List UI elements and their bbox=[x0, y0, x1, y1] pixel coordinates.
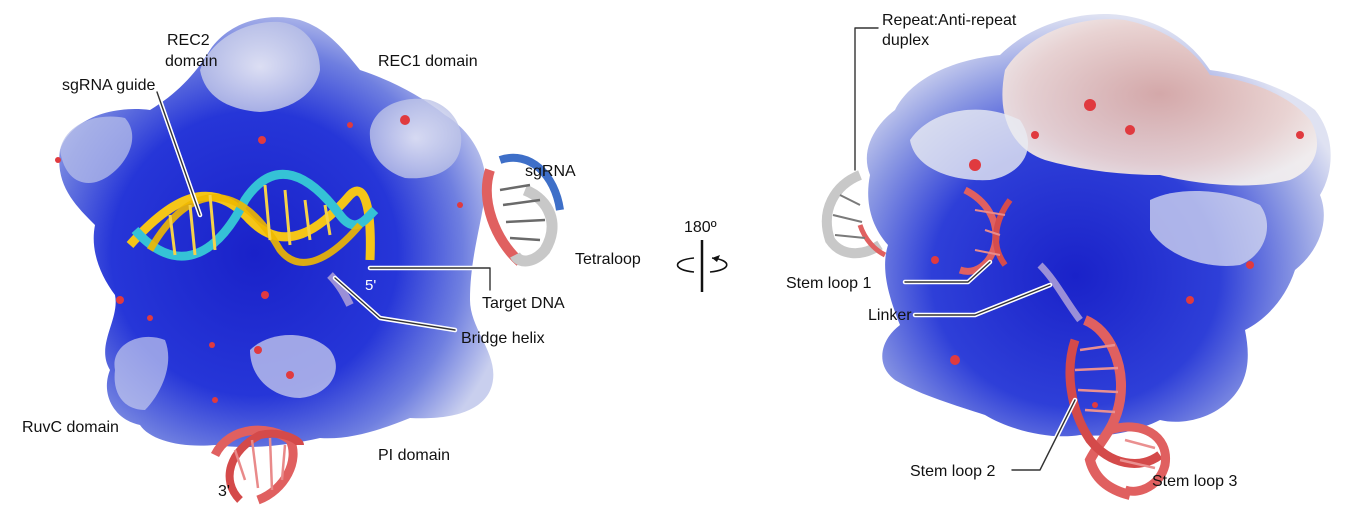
dna-strand-yellow-1 bbox=[126, 186, 375, 261]
stem-loop-1-helix bbox=[958, 186, 1013, 275]
pi-lobe bbox=[250, 335, 336, 398]
rec1-label: REC1 domain bbox=[378, 53, 478, 70]
bridge-helix-label: Bridge helix bbox=[461, 330, 545, 347]
repeat-duplex-label-line2: duplex bbox=[882, 32, 929, 49]
target-dna-label: Target DNA bbox=[482, 295, 565, 312]
sgrna-guide-duplex bbox=[126, 169, 379, 266]
stem-loop-3-label: Stem loop 3 bbox=[1152, 473, 1237, 490]
rec2-label-line2: domain bbox=[165, 53, 217, 70]
linker-label: Linker bbox=[868, 307, 912, 324]
left-acidic-patches bbox=[55, 115, 463, 403]
right-leader-lines bbox=[854, 27, 1078, 473]
three-prime-label: 3' bbox=[218, 483, 230, 500]
dna-strand-yellow-2 bbox=[146, 194, 363, 266]
rec1-lobe bbox=[369, 98, 462, 179]
pi-domain-label: PI domain bbox=[378, 447, 450, 464]
rotation-indicator: 180º bbox=[676, 219, 728, 292]
sgrna-rungs bbox=[499, 183, 546, 242]
right-structure bbox=[821, 14, 1331, 500]
stem-loop-1-label: Stem loop 1 bbox=[786, 275, 871, 292]
linker-strand bbox=[1037, 262, 1083, 323]
ruvc-domain-label: RuvC domain bbox=[22, 419, 119, 436]
tetraloop-label: Tetraloop bbox=[575, 251, 641, 268]
sgrna-red-strand bbox=[481, 168, 524, 266]
sgrna-guide-label: sgRNA guide bbox=[62, 77, 155, 94]
stem-loop-2-label: Stem loop 2 bbox=[910, 463, 995, 480]
five-prime-label: 5' bbox=[365, 277, 376, 294]
tetraloop-grey bbox=[510, 184, 558, 267]
right-mid-white bbox=[1150, 190, 1268, 266]
rotation-angle-label: 180º bbox=[684, 219, 717, 236]
left-leader-lines bbox=[154, 89, 493, 333]
bridge-helix bbox=[327, 272, 354, 307]
stem-loop-2-3-helix bbox=[1065, 315, 1170, 500]
acidic-top-region bbox=[1002, 19, 1318, 186]
ruvc-lobe bbox=[114, 336, 169, 410]
sgrna-tetraloop-helix bbox=[481, 153, 564, 267]
guide-strand-cyan bbox=[131, 169, 379, 261]
rec2-lobe bbox=[200, 21, 320, 112]
sgrna-label: sgRNA bbox=[525, 163, 576, 180]
repeat-duplex-label-line1: Repeat:Anti-repeat bbox=[882, 12, 1017, 29]
repeat-antirepeat-duplex bbox=[821, 170, 887, 259]
sgrna-blue-strand bbox=[498, 153, 564, 211]
base-pair-rungs bbox=[168, 184, 332, 256]
three-prime-helix bbox=[210, 425, 304, 505]
right-upper-white bbox=[910, 109, 1029, 181]
right-acidic-patches bbox=[931, 99, 1304, 408]
rotation-arrowhead-icon bbox=[712, 255, 720, 262]
rec2-label-line1: REC2 bbox=[167, 32, 210, 49]
left-wing bbox=[60, 116, 133, 183]
